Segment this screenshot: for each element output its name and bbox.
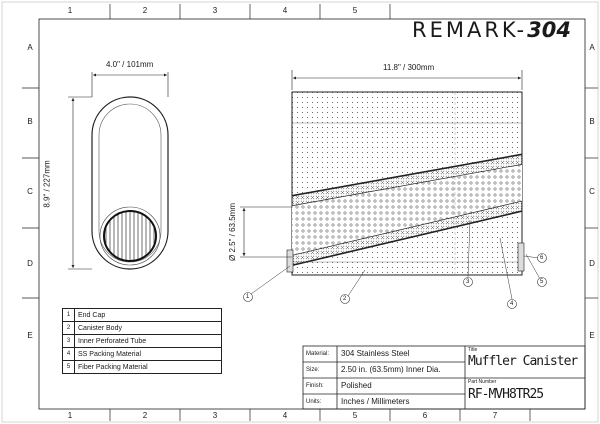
grid-row-label: E (27, 331, 33, 340)
callout-number: 1 (246, 294, 250, 300)
legend-label: Inner Perforated Tube (74, 334, 222, 348)
callout-number: 4 (510, 301, 514, 307)
grid-row-label: D (27, 259, 33, 268)
units-label: Units: (306, 399, 322, 405)
legend-label: End Cap (74, 308, 222, 322)
grid-col-label: 3 (212, 6, 218, 15)
finish-label: Finish: (306, 383, 324, 389)
grid-ticks (22, 4, 598, 421)
end-width-label: 4.0" / 101mm (106, 60, 154, 69)
grid-col-label: 4 (282, 6, 288, 15)
grid-row-label: C (589, 187, 595, 196)
grid-col-label: 1 (67, 411, 73, 420)
legend-label: SS Packing Material (74, 347, 222, 361)
material-label: Material: (306, 351, 330, 357)
drawing-title: Muffler Canister (468, 354, 578, 369)
callout-number: 2 (343, 296, 347, 302)
grid-col-label: 1 (67, 6, 73, 15)
grid-col-label: 5 (352, 411, 358, 420)
callout-number: 3 (466, 279, 470, 285)
body-length-label: 11.8" / 300mm (383, 63, 435, 72)
grid-col-label: 6 (422, 411, 428, 420)
grid-col-label: 5 (352, 6, 358, 15)
grid-col-label: 7 (492, 411, 498, 420)
end-dims (68, 72, 169, 270)
grid-row-label: B (589, 117, 595, 126)
part-number-label: Part Number (468, 379, 497, 385)
grid-row-label: B (27, 117, 33, 126)
title-label: Title (468, 347, 478, 353)
callout-number: 5 (540, 279, 544, 285)
callout-circles (243, 253, 547, 309)
legend-num: 4 (62, 347, 75, 361)
title-block-lines (302, 345, 586, 410)
grid-row-label: A (27, 43, 33, 52)
grid-row-label: C (27, 187, 33, 196)
end-height-label: 8.9" / 227mm (42, 160, 52, 208)
size-value: 2.50 in. (63.5mm) Inner Dia. (341, 365, 441, 374)
legend-num: 3 (62, 334, 75, 348)
size-label: Size: (306, 367, 320, 373)
legend-label: Canister Body (74, 321, 222, 335)
side-view (286, 91, 525, 276)
grid-row-label: A (589, 43, 595, 52)
units-value: Inches / Millimeters (341, 397, 410, 406)
callout-number: 6 (540, 255, 544, 261)
inlet-diameter-label: Ø 2.5" / 63.5mm (227, 203, 237, 261)
brand-logo: REMARK-304 (412, 18, 571, 42)
legend-num: 5 (62, 360, 75, 374)
grid-col-label: 2 (142, 411, 148, 420)
legend-num: 2 (62, 321, 75, 335)
legend-label: Fiber Packing Material (74, 360, 222, 374)
grid-row-label: D (589, 259, 595, 268)
end-view (91, 96, 169, 270)
part-number: RF-MVH8TR25 (468, 387, 544, 402)
finish-value: Polished (341, 381, 372, 390)
grid-col-label: 3 (212, 411, 218, 420)
grid-col-label: 2 (142, 6, 148, 15)
material-value: 304 Stainless Steel (341, 349, 410, 358)
grid-row-label: E (589, 331, 595, 340)
legend-num: 1 (62, 308, 75, 322)
side-dims (240, 70, 523, 258)
grid-col-label: 4 (282, 411, 288, 420)
callout-leaders (250, 219, 541, 300)
